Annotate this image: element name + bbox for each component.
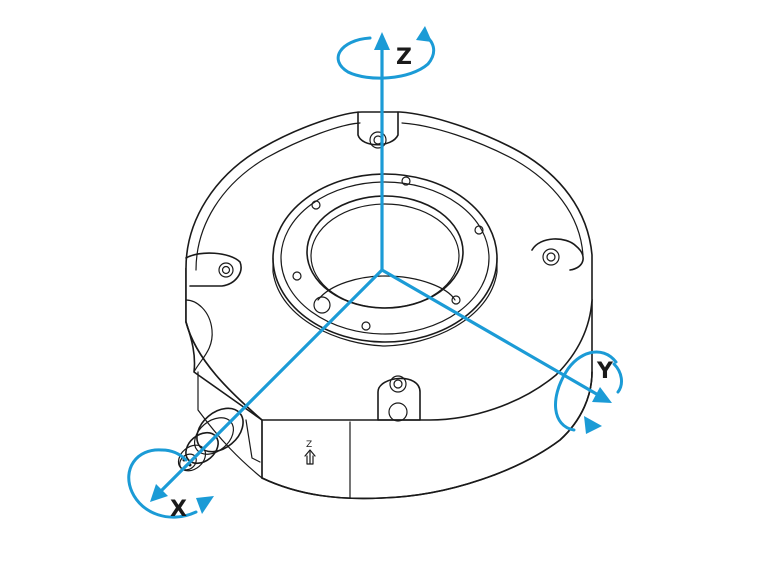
z-axis-arrowhead — [374, 32, 390, 50]
housing-marking-arrow-icon — [304, 449, 316, 465]
housing-marking: Z — [304, 440, 316, 465]
mounting-lug-right — [531, 238, 584, 271]
z-axis-label: Z — [396, 45, 412, 70]
inner-bore-edge — [317, 275, 456, 301]
x-axis-line — [158, 268, 384, 494]
x-axis-arrowhead — [150, 484, 168, 502]
y-axis-label: Y — [596, 359, 614, 384]
left-notch — [185, 299, 213, 373]
z-rotation-arrow — [336, 26, 436, 80]
housing-bottom-edge — [261, 371, 593, 500]
y-rotation-arrow — [554, 350, 623, 434]
sensor-housing — [185, 111, 593, 500]
mounting-lug-left — [185, 252, 242, 287]
housing-marking-text: Z — [306, 440, 312, 450]
x-rotation-arrow — [127, 448, 214, 519]
housing-top-face — [185, 111, 593, 421]
coordinate-axes: Z Y X — [127, 26, 623, 522]
x-axis-label: X — [170, 497, 187, 522]
housing-top-rim — [195, 122, 361, 271]
mounting-lug-front — [377, 375, 421, 422]
y-axis-arrowhead — [592, 387, 612, 403]
center-flange — [272, 173, 498, 347]
